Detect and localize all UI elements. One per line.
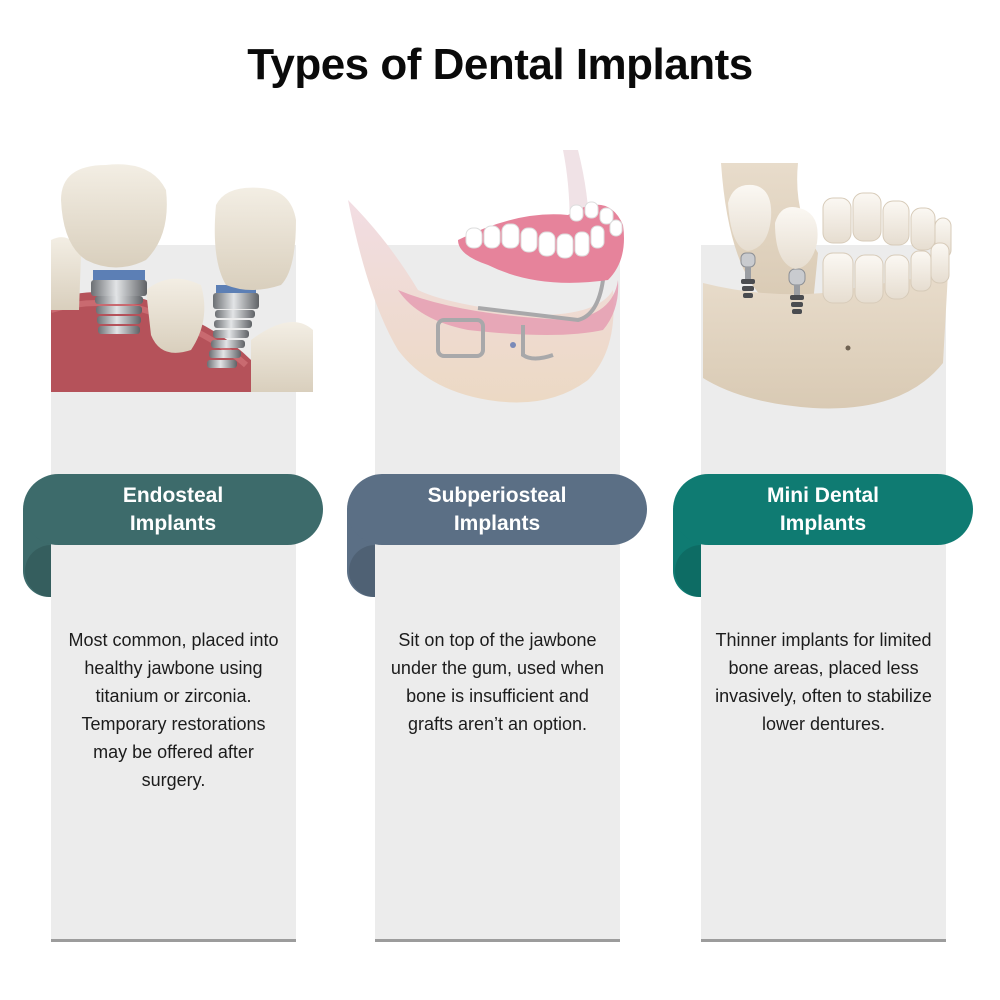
endosteal-implant-illustration	[51, 160, 316, 392]
endosteal-label-line1: Endosteal	[122, 484, 224, 507]
subperiosteal-implant-illustration	[338, 150, 638, 412]
endosteal-label-ribbon: Endosteal Implants	[23, 474, 323, 545]
mini-implant-label-ribbon: Mini Dental Implants	[673, 474, 973, 545]
mini-implant-label-line1: Mini Dental	[766, 484, 879, 507]
mini-implant-label-line2: Implants	[779, 512, 867, 535]
subperiosteal-label-ribbon: Subperiosteal Implants	[347, 474, 647, 545]
subperiosteal-description: Sit on top of the jawbone under the gum,…	[390, 630, 605, 734]
subperiosteal-label-line2: Implants	[453, 512, 541, 535]
page-title: Types of Dental Implants	[247, 40, 753, 89]
subperiosteal-label-line1: Subperiosteal	[427, 484, 567, 507]
mini-implant-description: Thinner implants for limited bone areas,…	[715, 630, 932, 734]
endosteal-label-line2: Implants	[129, 512, 217, 535]
endosteal-description: Most common, placed into healthy jawbone…	[68, 630, 279, 790]
mini-dental-implant-illustration	[703, 163, 953, 413]
